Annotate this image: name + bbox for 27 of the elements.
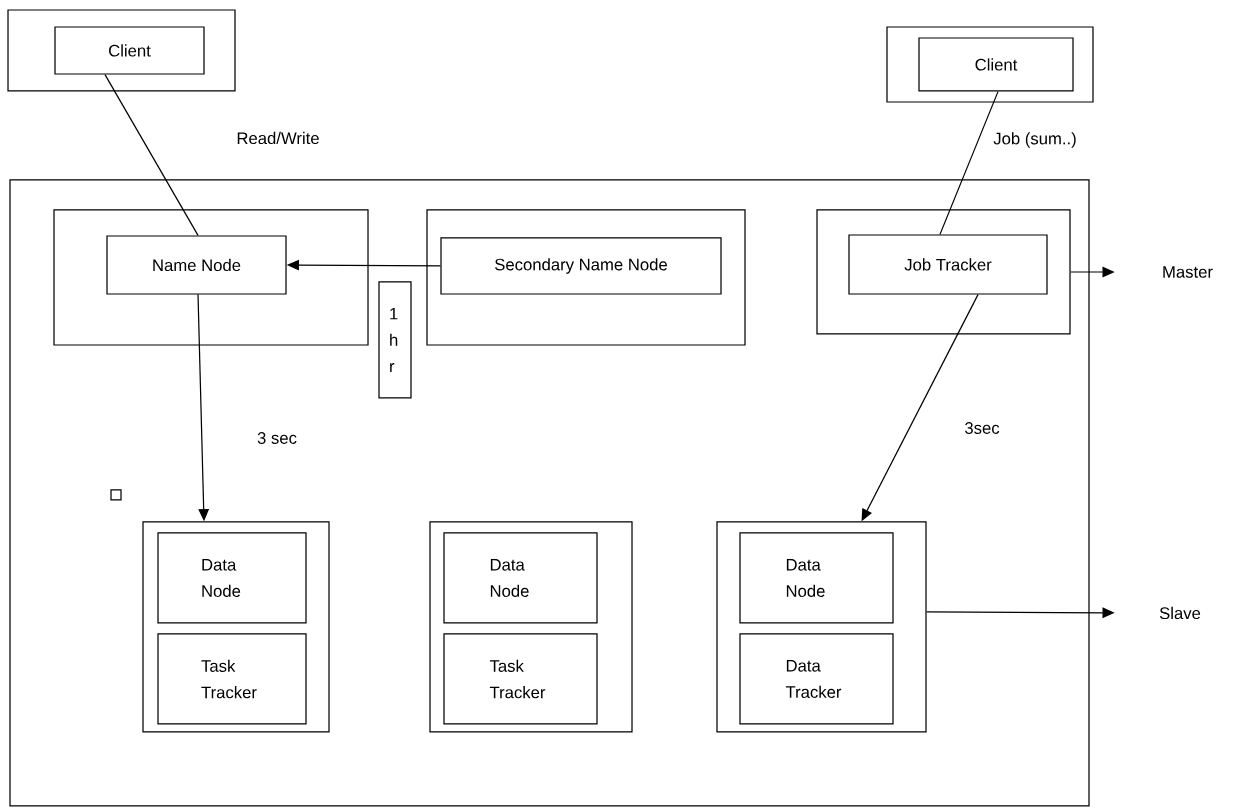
client-box: Client bbox=[918, 37, 1074, 92]
container-box bbox=[426, 209, 746, 346]
edge-label: Read/Write bbox=[237, 131, 319, 145]
side-label: Master bbox=[1163, 266, 1213, 278]
process-box: Data Node bbox=[443, 532, 598, 624]
process-box: Job Tracker bbox=[848, 234, 1048, 295]
process-box: Data Node bbox=[739, 532, 894, 624]
process-box: Data Tracker bbox=[739, 633, 894, 725]
container-box bbox=[429, 521, 633, 733]
container-box bbox=[716, 521, 927, 733]
edge-label: 3 sec bbox=[257, 432, 297, 444]
process-box: Task Tracker bbox=[157, 633, 307, 725]
process-box: Data Node bbox=[157, 532, 307, 624]
process-box: Secondary Name Node bbox=[440, 237, 722, 295]
edge-label: 3sec bbox=[965, 422, 1000, 434]
edge-label: Job (sum..) bbox=[993, 132, 1076, 148]
container-box bbox=[816, 209, 1071, 335]
client-box: Client bbox=[54, 26, 205, 75]
process-box: Name Node bbox=[106, 235, 287, 295]
process-box: Task Tracker bbox=[443, 633, 598, 725]
container-box bbox=[886, 26, 1094, 103]
cluster-box bbox=[9, 179, 1090, 807]
interval-box: 1 h r bbox=[378, 281, 412, 399]
container-box bbox=[53, 209, 369, 346]
container-box bbox=[7, 9, 236, 92]
container-box bbox=[142, 521, 330, 733]
side-label: Slave bbox=[1159, 606, 1201, 620]
